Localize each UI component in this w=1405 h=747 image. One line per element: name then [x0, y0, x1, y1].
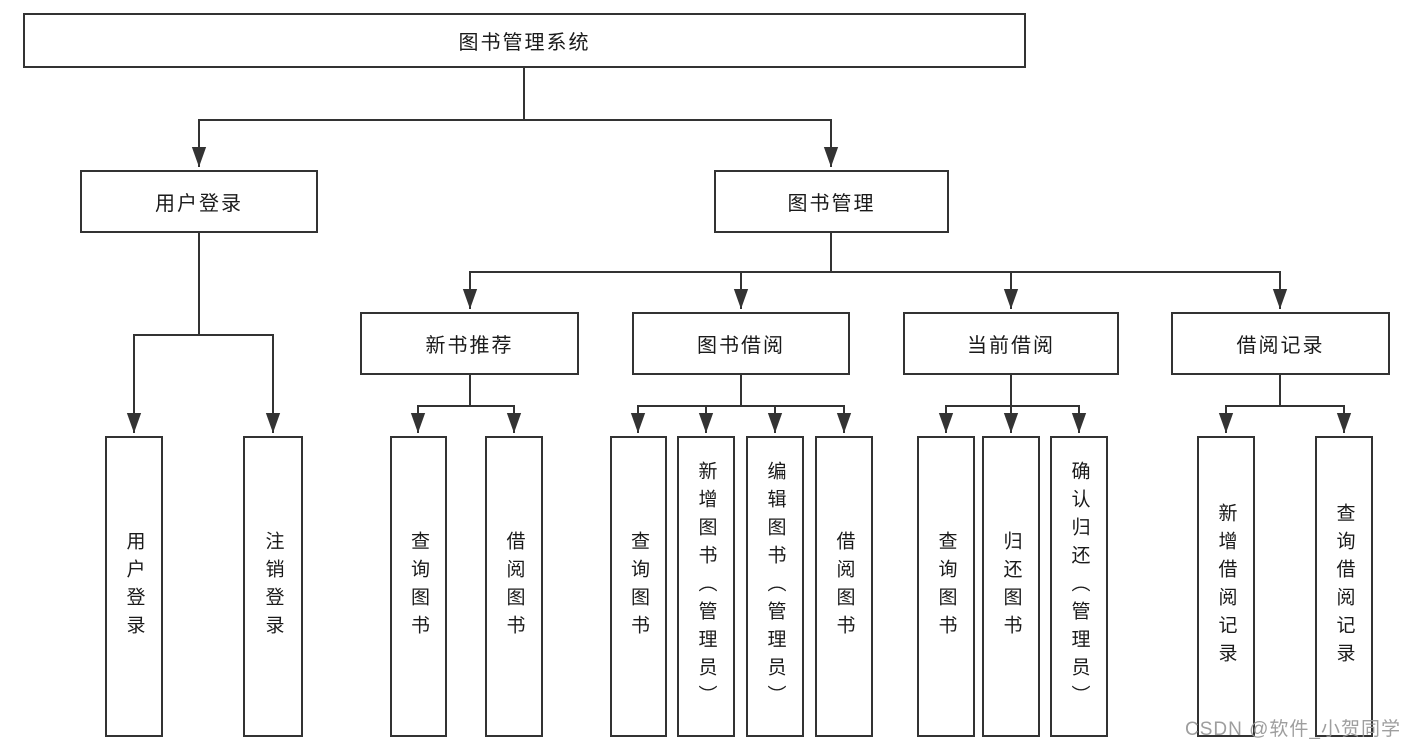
edge-user-bus: [134, 233, 273, 336]
leaf-user-login-label: 用户登录: [123, 530, 145, 643]
leaf-query-book-2-label: 查询图书: [628, 530, 649, 643]
leaf-confirm-return-admin-label: 确认归还（管理员）: [1068, 460, 1090, 713]
leaf-return-book-label: 归还图书: [1000, 530, 1022, 643]
node-borrow-records: 借阅记录: [1171, 312, 1390, 375]
leaf-logout-label: 注销登录: [262, 530, 284, 643]
edge-records-bus: [1226, 375, 1344, 407]
node-book-mgmt-branch: 图书管理: [714, 170, 949, 233]
leaf-query-book-1: 查询图书: [390, 436, 447, 737]
node-user-login-label: 用户登录: [155, 193, 243, 215]
leaf-add-book-admin: 新增图书（管理员）: [677, 436, 735, 737]
edge-root-bus: [199, 68, 831, 121]
leaf-query-book-3: 查询图书: [917, 436, 975, 737]
leaf-borrow-book-2: 借阅图书: [815, 436, 873, 737]
leaf-query-book-3-label: 查询图书: [935, 530, 957, 643]
node-user-login-branch: 用户登录: [80, 170, 318, 233]
node-current-borrow-label: 当前借阅: [967, 335, 1055, 357]
leaf-confirm-return-admin: 确认归还（管理员）: [1050, 436, 1108, 737]
node-new-book-rec: 新书推荐: [360, 312, 579, 375]
leaf-return-book: 归还图书: [982, 436, 1040, 737]
leaf-borrow-book-1-label: 借阅图书: [503, 530, 525, 643]
node-new-book-rec-label: 新书推荐: [425, 335, 514, 357]
node-current-borrow: 当前借阅: [903, 312, 1119, 375]
node-root-label: 图书管理系统: [458, 32, 591, 54]
edge-current-bus: [946, 375, 1079, 407]
leaf-borrow-book-2-label: 借阅图书: [833, 530, 855, 643]
leaf-query-book-2: 查询图书: [610, 436, 667, 737]
node-book-mgmt-label: 图书管理: [787, 193, 876, 215]
edge-borrow-bus: [638, 375, 844, 407]
edge-book-bus: [470, 233, 1280, 273]
edge-newrec-bus: [418, 375, 514, 407]
leaf-user-login: 用户登录: [105, 436, 163, 737]
leaf-edit-book-admin: 编辑图书（管理员）: [746, 436, 804, 737]
leaf-add-borrow-record-label: 新增借阅记录: [1215, 502, 1237, 671]
leaf-add-borrow-record: 新增借阅记录: [1197, 436, 1255, 737]
leaf-edit-book-admin-label: 编辑图书（管理员）: [764, 460, 786, 713]
leaf-logout: 注销登录: [243, 436, 303, 737]
node-root: 图书管理系统: [23, 13, 1026, 68]
leaf-borrow-book-1: 借阅图书: [485, 436, 543, 737]
node-borrow-records-label: 借阅记录: [1236, 335, 1325, 357]
node-book-borrow-label: 图书借阅: [697, 335, 785, 357]
leaf-query-borrow-record: 查询借阅记录: [1315, 436, 1373, 737]
leaf-query-borrow-record-label: 查询借阅记录: [1333, 502, 1355, 671]
leaf-add-book-admin-label: 新增图书（管理员）: [695, 460, 717, 713]
leaf-query-book-1-label: 查询图书: [408, 530, 429, 643]
node-book-borrow: 图书借阅: [632, 312, 850, 375]
csdn-watermark: CSDN @软件_小贺同学: [1185, 719, 1401, 740]
connector-group: [126, 68, 1352, 433]
